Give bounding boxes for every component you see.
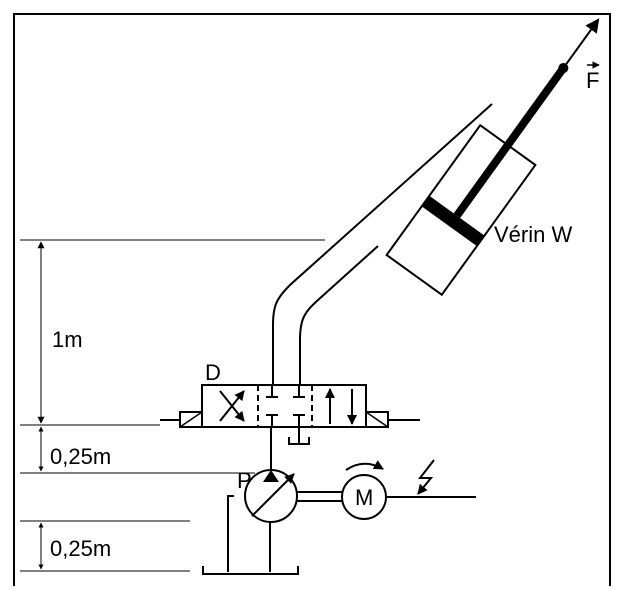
cylinder-rod	[453, 65, 567, 219]
pump-p	[244, 469, 298, 523]
directional-valve-d	[160, 384, 420, 445]
outer-frame	[13, 13, 611, 586]
cylinder-piston	[421, 195, 485, 247]
force-arrow	[562, 18, 600, 69]
drive-shaft	[297, 491, 342, 502]
height-upper-label: 1m	[52, 327, 83, 352]
valve-label: D	[205, 360, 221, 385]
pump-label: P	[237, 468, 252, 493]
lightning-bolt-icon	[417, 459, 435, 495]
force-label: F	[586, 68, 599, 93]
dimension-reference-lines	[20, 239, 325, 572]
cylinder-w	[385, 18, 600, 297]
height-lower-label: 0,25m	[50, 536, 111, 561]
curved-arrow-icon	[345, 460, 384, 471]
cylinder-label: Vérin W	[494, 222, 572, 247]
height-middle-label: 0,25m	[50, 444, 111, 469]
motor-label: M	[355, 485, 373, 510]
